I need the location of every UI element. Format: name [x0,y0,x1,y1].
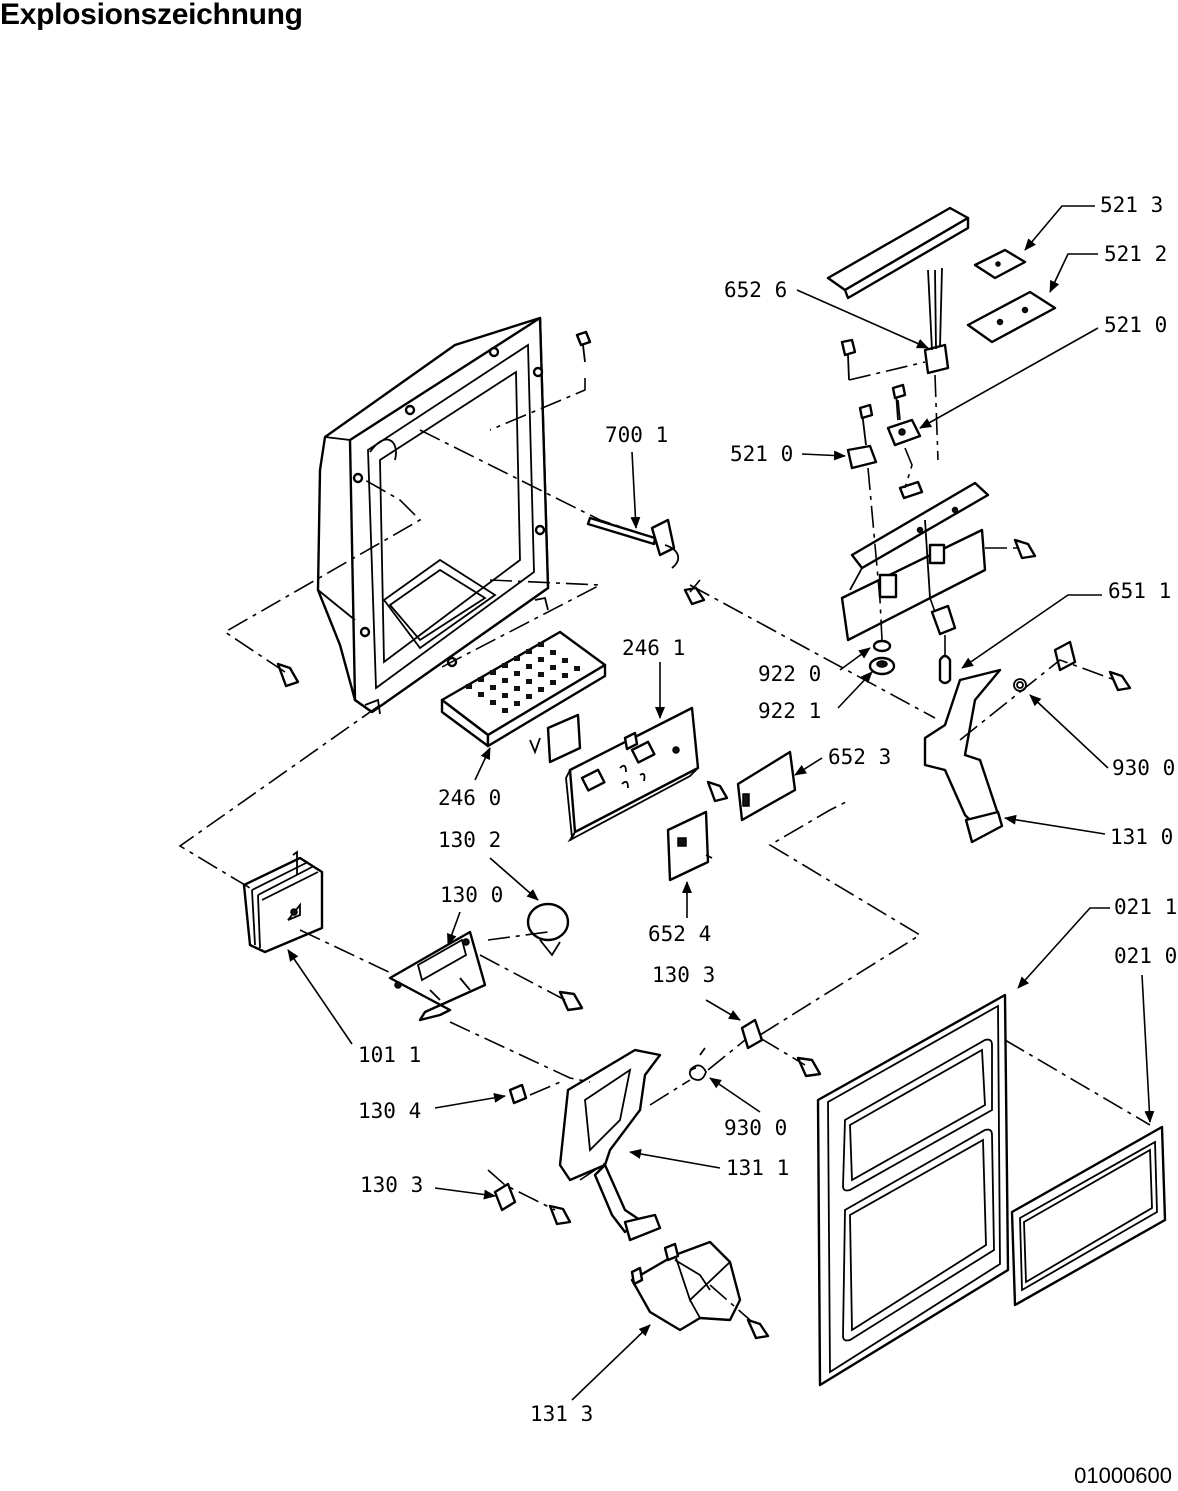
door-front-panel-021-1 [816,993,1010,1387]
cover-plate-652-4 [666,810,713,882]
cover-plate-652-3 [736,750,797,822]
screw-clip-upper [796,1056,822,1078]
label-652-6: 652 6 [724,278,787,302]
label-651-1: 651 1 [1108,579,1171,603]
switch-521-0-left [846,403,878,470]
label-130-3-upper: 130 3 [652,963,715,987]
screw-rail-right [1013,538,1037,560]
clip-130-3-lower [493,1182,517,1212]
plate-521-3 [973,248,1027,280]
part-labels: 521 3 521 2 652 6 521 0 700 1 521 0 651 … [358,193,1177,1426]
ice-actuator-lever-131-1 [558,1048,662,1242]
drip-tray-grille [440,630,607,748]
switch-actuator-652-6 [923,267,950,375]
label-130-4: 130 4 [358,1099,421,1123]
screw-switch-left [840,338,857,381]
label-246-0: 246 0 [438,786,501,810]
screw-housing-top [575,330,592,363]
front-cover-101-1 [242,850,324,954]
assembly-centerlines [178,361,1151,1321]
label-130-2: 130 2 [438,828,501,852]
label-plate [529,713,582,764]
switch-panel-bracket [565,706,700,843]
switch-cover-channel [826,206,970,300]
screw-130-0 [558,990,584,1012]
label-521-2: 521 2 [1104,242,1167,266]
screw-chute [746,1318,770,1340]
bushing-922-1 [868,656,896,676]
screw-housing-left [276,662,300,688]
label-521-0-left: 521 0 [730,442,793,466]
clip-130-3-upper [740,1018,764,1050]
label-246-1: 246 1 [622,636,685,660]
label-021-0: 021 0 [1114,944,1177,968]
label-930-0-top: 930 0 [1112,756,1175,780]
washer-922-0 [872,639,892,653]
switch-spacer [898,480,924,500]
label-521-3: 521 3 [1100,193,1163,217]
screw-lever-right [1108,670,1132,692]
bracket-upper-right [1053,640,1077,672]
dome-130-2 [526,902,570,957]
dispenser-housing [316,316,550,715]
switch-mounting-rail [840,481,990,642]
label-131-0: 131 0 [1110,825,1173,849]
drawing-code: 01000600 [1074,1463,1172,1488]
spring-930-0-lower [688,1047,707,1081]
label-700-1: 700 1 [605,423,668,447]
ice-chute-131-3 [630,1240,742,1332]
water-actuator-lever-131-0 [923,668,1004,844]
label-922-0: 922 0 [758,662,821,686]
switch-521-0-right [886,383,922,447]
clip-130-4 [508,1083,528,1105]
door-inner-panel-021-0 [1010,1125,1167,1307]
page-title: Explosionszeichnung [0,0,303,31]
lever-bearing-651-1 [930,604,957,685]
water-tube-700-1 [586,516,680,569]
label-leaders [287,205,1155,1401]
screw-panel [706,780,729,803]
label-131-1: 131 1 [726,1156,789,1180]
label-101-1: 101 1 [358,1043,421,1067]
label-652-4: 652 4 [648,922,711,946]
label-652-3: 652 3 [828,745,891,769]
label-130-0: 130 0 [440,883,503,907]
label-130-3-lower: 130 3 [360,1173,423,1197]
label-021-1: 021 1 [1114,895,1177,919]
label-131-3: 131 3 [530,1402,593,1426]
screw-clip-lower [548,1204,572,1226]
hinge-bracket-130-0 [388,930,487,1022]
label-521-0-right: 521 0 [1104,313,1167,337]
label-930-0-lower: 930 0 [724,1116,787,1140]
label-922-1: 922 1 [758,699,821,723]
plate-521-2 [966,290,1057,344]
